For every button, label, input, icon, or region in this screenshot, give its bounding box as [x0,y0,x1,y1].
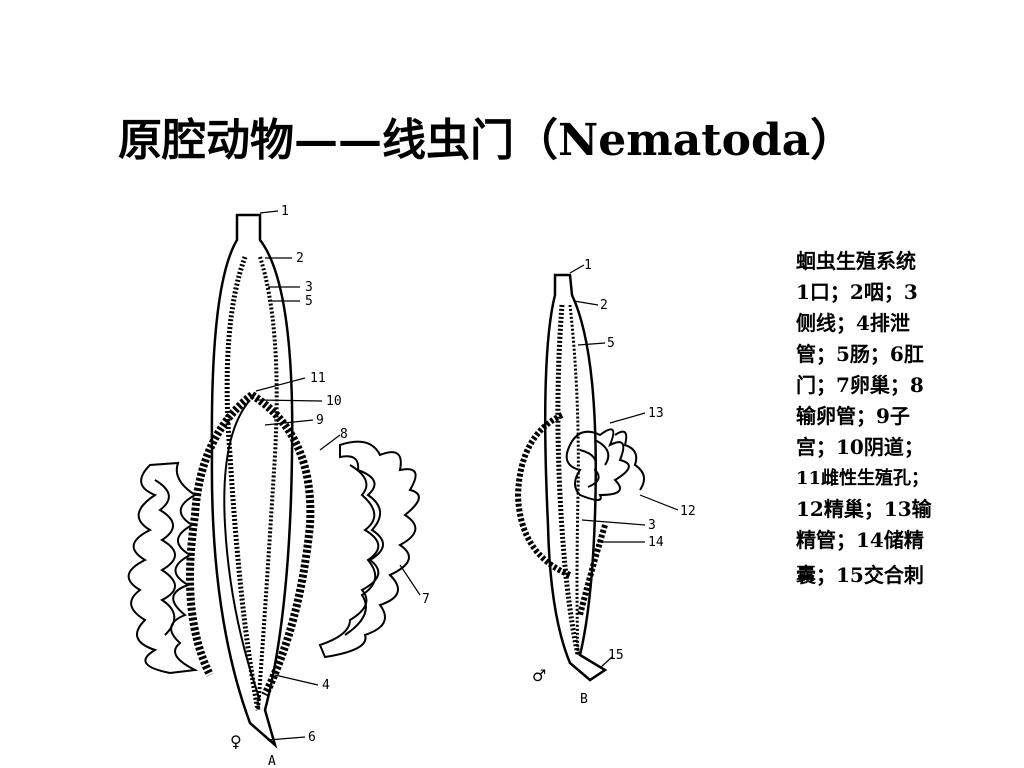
male-label: 15 [608,648,624,663]
male-symbol: ♂ [532,666,546,685]
female-label: 2 [296,251,304,266]
caption-line: 囊；15交合刺 [796,563,924,587]
caption-line: 侧线；4排泄 [796,311,910,335]
female-symbol: ♀ [230,732,242,751]
slide-title: 原腔动物——线虫门（Nematoda） [118,115,855,166]
male-label: 3 [648,518,656,533]
male-figure-letter: B [580,692,588,707]
caption-line: 精管；14储精 [796,528,924,552]
male-part-labels: 1 2 5 13 12 3 14 15 ♂ B [532,258,696,707]
female-label: 6 [308,730,316,745]
male-label: 14 [648,535,664,550]
figure-caption: 蛔虫生殖系统 1口；2咽；3 侧线；4排泄 管；5肠；6肛 门；7卵巢；8 输卵… [796,246,971,591]
female-label: 5 [305,294,313,309]
female-label: 11 [310,371,326,386]
female-ascaris-drawing [127,210,421,749]
caption-line: 11雌性生殖孔； [796,468,930,489]
caption-line: 蛔虫生殖系统 [796,249,916,273]
female-label: 3 [305,280,313,295]
male-label: 2 [600,298,608,313]
caption-line: 宫；10阴道； [796,435,924,459]
male-label: 13 [648,406,664,421]
male-label: 1 [584,258,592,273]
male-ascaris-drawing [514,264,679,682]
female-part-labels: 1 2 3 5 11 10 9 8 7 4 6 ♀ A [230,204,430,768]
caption-line: 输卵管；9子 [796,404,910,428]
female-label: 8 [340,427,348,442]
caption-line: 门；7卵巢；8 [796,373,924,397]
female-label: 7 [422,592,430,607]
female-label: 4 [322,678,330,693]
caption-line: 1口；2咽；3 [796,280,918,304]
caption-line: 12精巢；13输 [796,497,932,521]
female-label: 9 [316,413,324,428]
female-label: 1 [281,204,289,219]
ascaris-reproductive-system-figure: 1 2 3 5 11 10 9 8 7 4 6 ♀ A 1 2 5 [127,204,696,768]
male-label: 5 [607,336,615,351]
female-figure-letter: A [268,754,276,768]
female-label: 10 [326,394,342,409]
caption-line: 管；5肠；6肛 [796,342,924,366]
male-label: 12 [680,504,696,519]
